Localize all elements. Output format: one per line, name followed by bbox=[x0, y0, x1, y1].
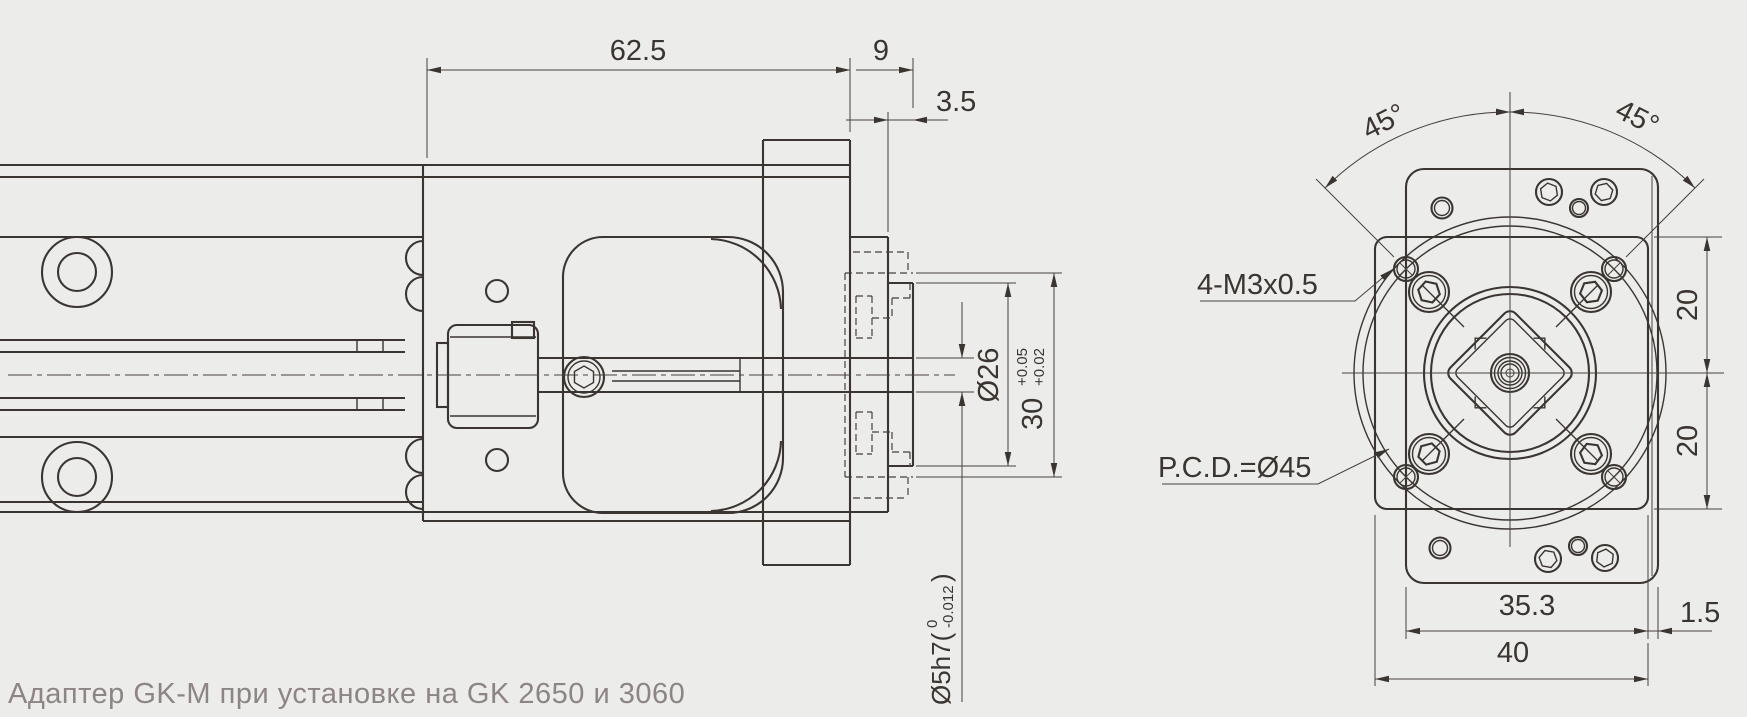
dim-shaft-group: Ø5h7( 0 -0.012 ) bbox=[916, 302, 974, 705]
dim-plate-width-front: 40 bbox=[1497, 637, 1529, 669]
dim-boss-dia-group: Ø26 bbox=[916, 282, 1016, 467]
dim-bore-group: 30 +0.05 +0.02 bbox=[916, 272, 1062, 478]
drawing-caption: Адаптер GK-M при установке на GK 2650 и … bbox=[8, 678, 686, 710]
dim-shaft-tol-lower: -0.012 bbox=[940, 585, 957, 628]
dim-shaft-prefix: Ø5h7( bbox=[926, 632, 956, 705]
hex-socket-screws bbox=[1407, 270, 1613, 476]
dim-bore-tol-upper: +0.05 bbox=[1014, 348, 1031, 386]
dim-flange-depth: 9 bbox=[873, 35, 889, 67]
label-pcd: P.C.D.=Ø45 bbox=[1158, 452, 1311, 484]
m3-holes bbox=[1392, 255, 1628, 491]
side-top-dimensions: 62.5 9 3.5 bbox=[426, 35, 976, 232]
side-view: 62.5 9 3.5 Ø26 Ø5h7( 0 -0.012 ) bbox=[0, 35, 1062, 705]
dim-pilot-depth: 3.5 bbox=[936, 86, 976, 118]
dim-body-width: 35.3 bbox=[1499, 590, 1555, 622]
front-view: 45° 45° 4-M3x0.5 P.C.D.=Ø45 20 20 bbox=[1158, 92, 1724, 686]
shaft bbox=[538, 356, 913, 394]
dim-upper-half: 20 bbox=[1672, 289, 1704, 321]
dim-angle-left: 45° bbox=[1357, 98, 1411, 146]
dim-shaft-tol-upper: 0 bbox=[924, 620, 941, 628]
rail-body bbox=[0, 163, 850, 514]
dim-bore-tol-lower: +0.02 bbox=[1031, 348, 1048, 386]
dim-bore-value: 30 bbox=[1017, 398, 1049, 430]
label-thread: 4-M3x0.5 bbox=[1197, 269, 1318, 301]
front-centerlines bbox=[1342, 92, 1724, 547]
pcd-callout: P.C.D.=Ø45 bbox=[1158, 448, 1390, 485]
thread-callout: 4-M3x0.5 bbox=[1197, 268, 1394, 302]
adapter-plate bbox=[421, 138, 852, 567]
dim-edge-offset: 1.5 bbox=[1680, 597, 1720, 629]
dim-lower-half: 20 bbox=[1672, 425, 1704, 457]
dim-boss-dia: Ø26 bbox=[973, 348, 1005, 403]
right-dimensions: 20 20 bbox=[1654, 236, 1722, 510]
bottom-dimensions: 35.3 1.5 40 bbox=[1374, 515, 1720, 686]
dim-plate-width: 62.5 bbox=[610, 35, 666, 67]
dim-shaft-suffix: ) bbox=[926, 573, 956, 582]
